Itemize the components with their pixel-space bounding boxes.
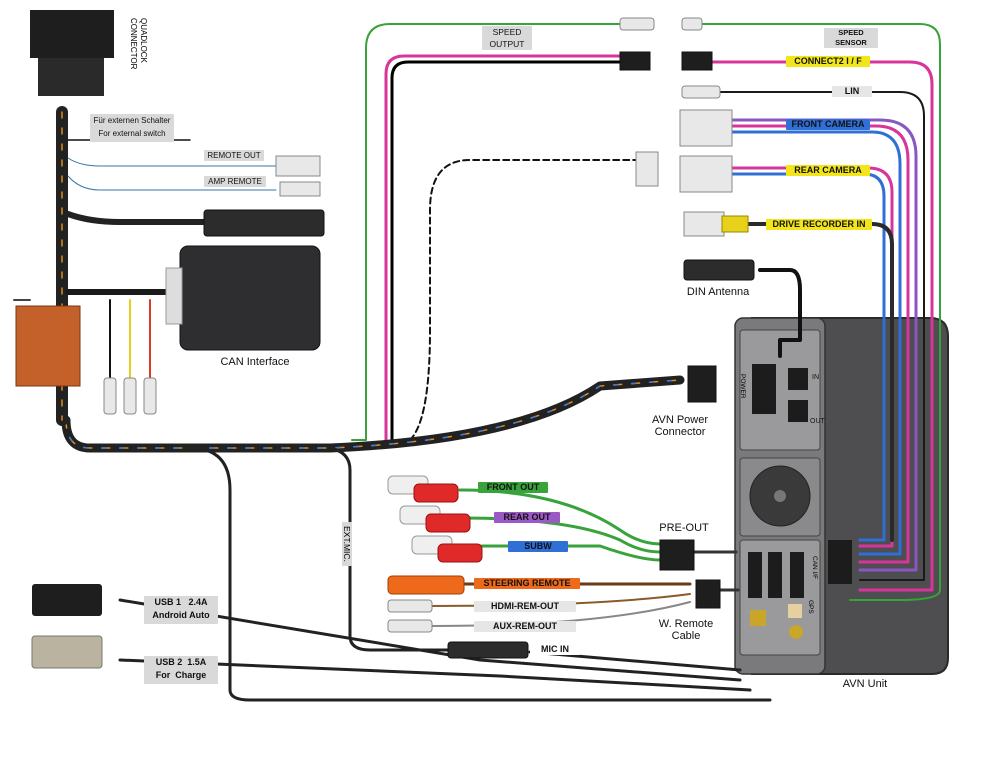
din-antenna-label: DIN Antenna xyxy=(686,286,750,298)
speed-sensor-label: SPEED SENSOR xyxy=(824,28,878,48)
usb-connectors xyxy=(31,584,103,669)
ext-switch-label: Für externen Schalter For external switc… xyxy=(90,114,174,142)
orange-iso-connector xyxy=(15,305,81,387)
unit-power-label: POWER xyxy=(739,374,746,399)
usb2-label: USB 2 1.5A For Charge xyxy=(144,656,218,684)
subw-label: SUBW xyxy=(508,541,568,552)
unit-gps-label: GPS xyxy=(807,600,814,614)
quadlock-connector xyxy=(30,10,114,96)
unit-out-label: OUT xyxy=(810,418,825,425)
drive-recorder-label: DRIVE RECORDER IN xyxy=(766,219,872,230)
w-remote-label: W. Remote Cable xyxy=(658,618,714,642)
ext-switch-de: Für externen Schalter xyxy=(93,116,171,125)
can-interface-box xyxy=(165,245,321,351)
quadlock-label: QUADLOCK CONNECTOR xyxy=(129,18,148,70)
aux-rem-out-label: AUX-REM-OUT xyxy=(474,621,576,632)
amp-remote-label: AMP REMOTE xyxy=(204,176,266,187)
out-port xyxy=(788,400,808,422)
power-port xyxy=(752,364,776,414)
steering-remote-label: STEERING REMOTE xyxy=(474,578,580,589)
connect2-label: CONNECT2 I / F xyxy=(786,56,870,67)
ext-switch-en: For external switch xyxy=(98,129,166,138)
can-interface-label: CAN Interface xyxy=(220,356,290,368)
front-camera-label: FRONT CAMERA xyxy=(786,119,870,130)
in-port xyxy=(788,368,808,390)
rca-plugs xyxy=(387,475,529,659)
mic-in-label: MIC IN xyxy=(530,644,580,655)
unit-can-if-label: CAN I/F xyxy=(811,556,818,580)
gps-port xyxy=(789,625,803,639)
rear-out-label: REAR OUT xyxy=(494,512,560,523)
usb1-label: USB 1 2.4A Android Auto xyxy=(144,596,218,624)
avn-unit-label: AVN Unit xyxy=(842,678,888,690)
small-connectors xyxy=(103,17,755,609)
remote-out-label: REMOTE OUT xyxy=(204,150,264,161)
usb-port xyxy=(750,610,766,626)
rear-camera-label: REAR CAMERA xyxy=(786,165,870,176)
front-out-label: FRONT OUT xyxy=(478,482,548,493)
lin-label: LIN xyxy=(832,86,872,97)
hdmi-rem-out-label: HDMI-REM-OUT xyxy=(474,601,576,612)
ext-mic-label: EXT.MIC. xyxy=(342,522,352,566)
speed-output-label: SPEED OUTPUT xyxy=(482,26,532,50)
avn-power-label: AVN Power Connector xyxy=(651,414,709,438)
unit-in-label: IN xyxy=(812,374,819,381)
pre-out-label: PRE-OUT xyxy=(659,522,709,534)
